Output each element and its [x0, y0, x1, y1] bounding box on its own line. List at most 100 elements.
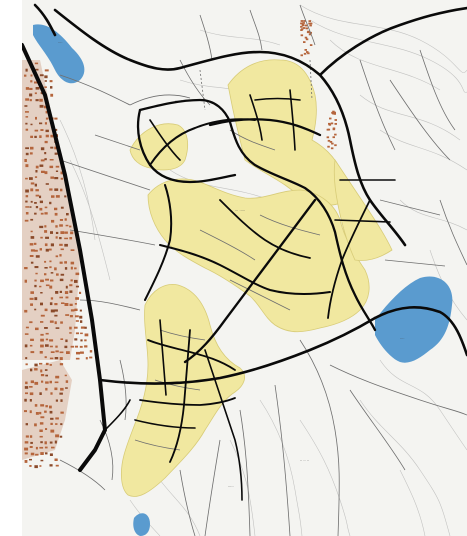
building: [25, 326, 29, 329]
building: [29, 410, 32, 414]
building: [40, 404, 45, 407]
building: [54, 440, 57, 444]
building: [39, 104, 44, 108]
building: [61, 302, 65, 304]
building: [329, 141, 333, 143]
building: [59, 392, 63, 395]
building: [39, 207, 43, 211]
building: [69, 326, 72, 330]
building: [34, 284, 37, 288]
building: [80, 326, 85, 329]
building: [84, 345, 88, 348]
building: [25, 206, 29, 208]
svg-text:····: ····: [58, 41, 62, 45]
building: [300, 28, 304, 31]
building: [54, 321, 57, 325]
building: [332, 112, 335, 115]
building: [29, 206, 32, 208]
building: [35, 272, 38, 275]
building: [332, 127, 336, 130]
building: [54, 314, 58, 317]
building: [74, 345, 78, 348]
building: [45, 278, 49, 281]
building: [330, 147, 334, 150]
building: [41, 380, 44, 383]
building: [64, 231, 68, 234]
building: [25, 189, 29, 193]
building: [24, 105, 28, 107]
map-labels: ···· ·· ·· ·· ··· ····· ···· ·· ·· ·· ··…: [58, 41, 404, 489]
building: [44, 441, 47, 445]
major-roads: [22, 3, 467, 501]
building: [70, 345, 74, 348]
building: [39, 446, 44, 449]
building: [59, 219, 63, 221]
building: [64, 237, 68, 240]
building: [69, 225, 72, 228]
building: [49, 464, 53, 467]
building: [44, 86, 47, 88]
building: [55, 350, 59, 353]
building: [24, 386, 29, 389]
building: [60, 411, 64, 414]
building: [40, 416, 45, 419]
building: [34, 465, 38, 469]
building: [80, 320, 83, 323]
building: [69, 290, 73, 293]
building: [29, 435, 33, 438]
building: [30, 261, 34, 264]
building: [39, 411, 42, 415]
building: [49, 357, 54, 360]
building: [44, 140, 48, 144]
building: [24, 398, 27, 402]
building: [40, 314, 45, 317]
building: [24, 159, 27, 162]
building: [75, 285, 79, 288]
building: [69, 332, 72, 334]
building-blocks: [24, 20, 337, 469]
building: [49, 201, 52, 205]
building: [65, 314, 70, 316]
building: [29, 297, 34, 300]
building: [70, 249, 75, 251]
building: [51, 195, 55, 198]
building: [25, 423, 28, 426]
building: [40, 279, 44, 283]
building: [40, 338, 44, 342]
building: [65, 285, 68, 289]
building: [50, 86, 53, 89]
building: [30, 188, 34, 192]
building: [75, 315, 79, 318]
building: [334, 133, 337, 136]
building: [79, 291, 82, 294]
building: [25, 357, 28, 360]
building: [30, 146, 34, 150]
building: [44, 158, 47, 161]
building: [45, 381, 49, 384]
lake-northwest: [33, 24, 85, 84]
building: [64, 267, 68, 270]
building: [84, 339, 87, 342]
building: [35, 446, 38, 450]
building: [64, 261, 67, 264]
building: [56, 273, 59, 276]
building: [75, 272, 80, 276]
building: [59, 254, 62, 257]
building: [25, 177, 28, 180]
building: [29, 399, 32, 402]
building: [59, 237, 62, 240]
building: [328, 123, 332, 126]
building: [306, 31, 310, 34]
building: [74, 303, 77, 305]
building: [44, 225, 47, 228]
building: [45, 428, 48, 430]
building: [39, 422, 44, 425]
building: [49, 380, 52, 384]
building: [34, 297, 38, 301]
building: [44, 446, 48, 449]
building: [308, 22, 311, 25]
building: [30, 230, 33, 233]
building: [303, 41, 306, 43]
